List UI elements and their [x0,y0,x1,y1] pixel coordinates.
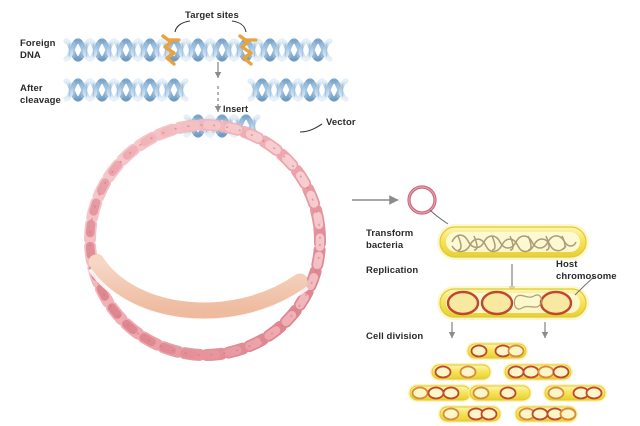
colony-cell [468,384,532,402]
colony-cell [543,384,607,402]
label-vector: Vector [326,117,356,128]
colony-cell [503,363,573,381]
vector-plasmid [84,119,326,361]
label-insert: Insert [223,104,249,114]
after-cleavage-fragments [66,81,346,99]
target-site-marker-right [238,34,258,66]
colony-cell [430,363,492,381]
replicated-plasmid-rings [446,290,573,316]
colony-cell [438,405,502,423]
label-replication: Replication [366,265,419,276]
label-after-cleavage: After cleavage [20,83,61,106]
label-target-sites: Target sites [185,10,239,21]
small-plasmid-ring [407,185,449,225]
label-cell-division: Cell division [366,331,424,342]
label-transform-bacteria: Transform bacteria [366,228,414,251]
colony-cells [408,342,607,423]
bacterium-transformed [437,224,589,260]
cell-division-arrows [448,322,549,339]
label-host-chromosome: Host chromosome [556,259,617,282]
host-chromosome-tangle [451,234,577,253]
colony-cell [514,405,578,423]
label-foreign-dna: Foreign DNA [20,38,56,61]
bacterium-replicating [437,276,595,320]
colony-cell [466,342,528,360]
target-site-marker-left [161,34,181,66]
colony-cell [408,384,472,402]
foreign-dna-helix [63,20,330,66]
